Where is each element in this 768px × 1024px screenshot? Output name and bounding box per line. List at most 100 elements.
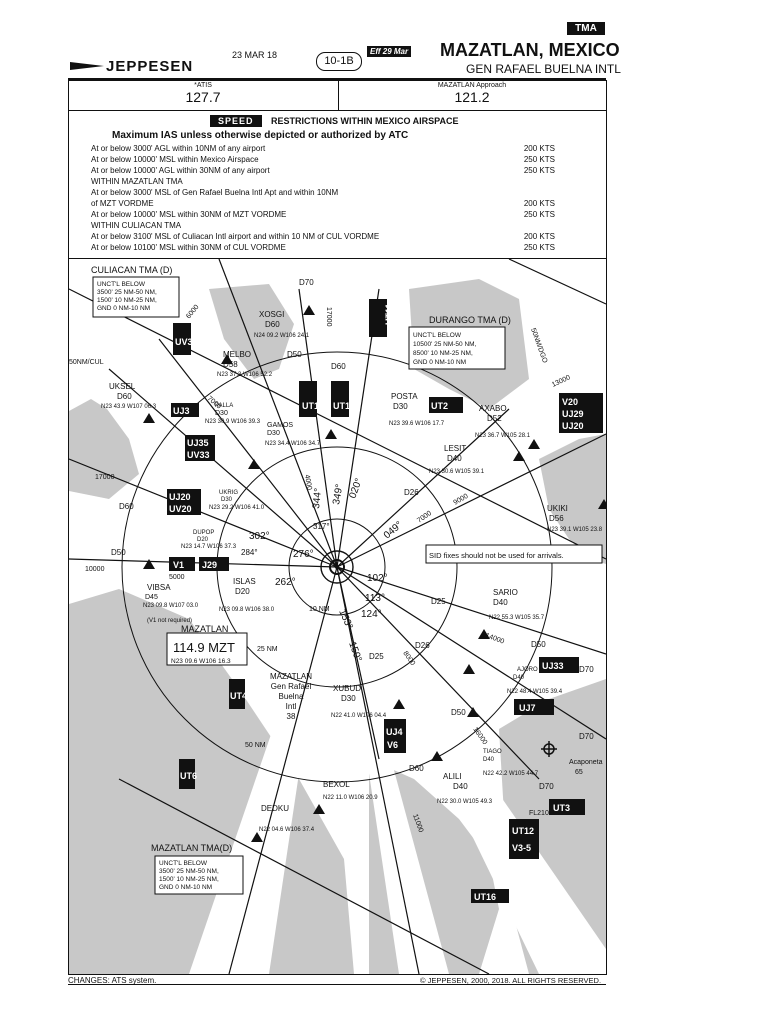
header-rule: [68, 78, 606, 80]
fix-dme: D30: [341, 694, 356, 703]
altitude-label: 9000: [453, 493, 470, 507]
airway-shield: [169, 557, 195, 571]
culiacan-tma-label: CULIACAN TMA (D): [91, 265, 172, 275]
airport-label-line: MAZATLAN: [270, 672, 312, 681]
speed-row-value: 250 KTS: [521, 243, 555, 253]
box-line: UNCT'L BELOW: [413, 332, 462, 339]
airport-label-line: Gen Rafael: [271, 682, 312, 691]
airway-label: UT12: [512, 826, 534, 836]
chart-date: 23 MAR 18: [232, 50, 278, 60]
airway-label: UT12: [302, 401, 324, 411]
airway-shield: [549, 799, 585, 815]
dme-label: D26: [404, 488, 419, 497]
durango-tma-label: DURANGO TMA (D): [429, 315, 511, 325]
speed-row-text: At or below 3000' AGL within 10NM of any…: [91, 144, 268, 153]
airway-shields: [167, 299, 603, 903]
fix-name: DUPOP: [193, 530, 214, 536]
box-line: 1500' 10 NM-25 NM,: [97, 297, 157, 304]
route-line: [336, 566, 606, 655]
route-line: [298, 288, 338, 568]
vor-symbol: [329, 559, 345, 575]
vor-frequency: 114.9 MZT: [173, 640, 235, 655]
culiacan-tma-heading: WITHIN CULIACAN TMA: [91, 221, 182, 230]
radial-label: 113°: [365, 593, 385, 604]
fix-coord: N23 30.6 W105 39.1: [429, 469, 485, 475]
altitude-label: 13000: [551, 374, 572, 389]
vor-coordinates: N23 09.6 W106 16.3: [171, 658, 231, 665]
durango-box-frame: [408, 326, 506, 370]
airway-label: UT11: [333, 401, 355, 411]
altitude-label: 5000: [169, 574, 185, 581]
route-line: [218, 259, 338, 568]
fix-triangle: [598, 499, 606, 509]
enroute-map: UT11 UT12 UT11 UV3 UJ3 UJ35 UV33 UJ20 UV…: [68, 258, 607, 975]
fix-dme: D20: [197, 537, 209, 543]
airway-lines: [69, 259, 606, 974]
speed-title: RESTRICTIONS WITHIN MEXICO AIRSPACE: [271, 116, 459, 126]
radial-label: 302°: [249, 531, 270, 542]
boundary-label: 50NM/CUL: [69, 359, 104, 366]
dme-label: D70: [299, 278, 314, 287]
speed-subtitle: Maximum IAS unless otherwise depicted or…: [112, 130, 409, 141]
fix-name: UKRIG: [219, 490, 238, 496]
footer-rule: [68, 984, 606, 985]
chart-number: 10-1B: [316, 52, 362, 71]
route-line: [508, 259, 606, 305]
fix-triangle: [463, 664, 475, 674]
airspace-box-text: CULIACAN TMA (D) UNCT'L BELOW 3500' 25 N…: [91, 265, 564, 891]
radial-label: 344°: [311, 488, 324, 510]
speed-row: At or below 10000' MSL within 30NM of MZ…: [91, 210, 555, 220]
changes-label: CHANGES:: [68, 976, 110, 985]
speed-row: At or below 10000' AGL within 30NM of an…: [91, 166, 555, 176]
airport-label-line: Intl: [286, 702, 297, 711]
fix-name: UKIKI: [547, 504, 568, 513]
tma-tag: TMA: [567, 22, 605, 35]
sid-note: SID fixes should not be used for arrival…: [429, 551, 564, 560]
speed-row: At or below 10000' MSL within Mexico Air…: [91, 155, 555, 165]
mazatlan-tma-label: MAZATLAN TMA(D): [151, 843, 232, 853]
fix-coord: N23 14.7 W106 37.3: [181, 544, 237, 550]
mazatlan-tma-heading: WITHIN MAZATLAN TMA: [91, 177, 183, 186]
frequency-divider: [338, 80, 339, 110]
speed-row-value: 250 KTS: [521, 166, 555, 176]
fix-coord: N22 04.6 W106 37.4: [259, 827, 315, 833]
fix-dme: D45: [145, 594, 158, 601]
fix-name: DEDKU: [261, 804, 289, 813]
radial-label: 349°: [331, 483, 345, 505]
box-line: UNCT'L BELOW: [97, 281, 146, 288]
acaponeta-elevation: 65: [575, 769, 583, 776]
approach-label: MAZATLAN Approach: [437, 82, 507, 89]
boundary-label: 50NM/DGO: [529, 327, 548, 364]
airspace-boxes: [92, 276, 603, 895]
altitude-label: 14000: [484, 632, 505, 645]
airway-label: UT6: [180, 771, 197, 781]
airway-label: V20: [562, 397, 578, 407]
route-line: [69, 288, 606, 560]
fix-labels: XOSGI D60 N24 09.2 W106 24.1 MELBO D58 N…: [101, 310, 603, 833]
airway-shield: [429, 397, 463, 413]
airway-shield: [167, 489, 201, 515]
radial-label: 150°: [346, 640, 363, 663]
fix-dme: D20: [235, 587, 250, 596]
fix-coord: N22 48.4 W105 39.4: [507, 689, 563, 695]
airway-shield: [514, 699, 554, 715]
speed-row-value: 200 KTS: [521, 232, 555, 242]
atis-frequency: *ATIS 127.7: [68, 82, 338, 105]
speed-row-text: of MZT VORDME: [91, 199, 156, 208]
fix-dme: D30: [267, 430, 280, 437]
fix-dme: D60: [117, 392, 132, 401]
radial-label: 317°: [313, 522, 330, 531]
fix-dme: D40: [483, 757, 495, 763]
dme-label: D25: [431, 597, 446, 606]
fix-name: PALLA: [215, 403, 233, 409]
fix-triangle: [467, 707, 479, 717]
dme-label: D60: [119, 502, 134, 511]
changes-note: CHANGES: ATS system.: [68, 976, 156, 985]
fix-triangle: [313, 804, 325, 814]
atis-value: 127.7: [185, 89, 221, 105]
airway-label: UJ4: [386, 727, 403, 737]
ring-label: 50 NM: [245, 742, 266, 749]
fix-name: TIAGO: [483, 749, 502, 755]
altitude-label: 6000: [185, 304, 200, 321]
